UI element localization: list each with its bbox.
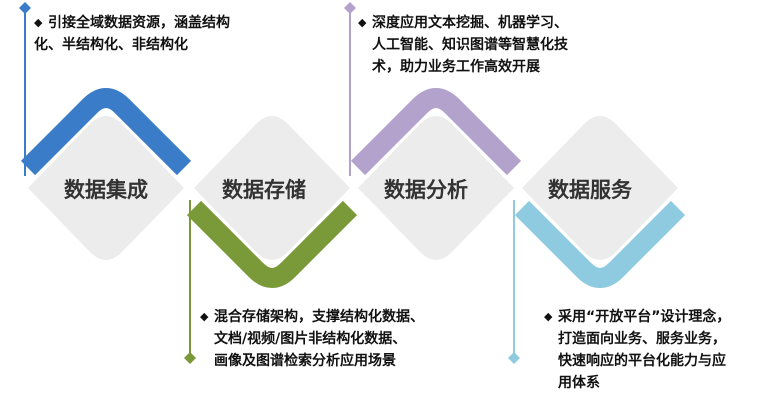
stage-label-analysis: 数据分析 [384,178,468,202]
diamond-storage [184,352,196,364]
diamond-analysis [344,2,356,14]
note-line: 文档/视频/图片非结构化数据、 [214,331,407,347]
note-service: ◆ 采用“开放平台”设计理念， 打造面向业务、服务业务， 快速响应的平台化能力与… [544,306,730,394]
stage-label-storage: 数据存储 [222,178,306,202]
note-line: 化、半结构化、非结构化 [34,37,188,53]
note-analysis: ◆ 深度应用文本挖掘、机器学习、 人工智能、知识图谱等智慧化技 术，助力业务工作… [358,12,568,78]
note-line: 打造面向业务、服务业务， [558,331,726,347]
bullet-diamond-icon: ◆ [34,16,43,29]
note-line: 术，助力业务工作高效开展 [372,59,540,75]
tile-storage [194,116,350,260]
note-integration: ◆ 引接全域数据资源，涵盖结构 化、半结构化、非结构化 [34,12,230,56]
chevron-integration [20,88,192,176]
diamond-service [508,352,520,364]
note-line: 人工智能、知识图谱等智慧化技 [372,37,568,53]
stage-label-integration: 数据集成 [64,178,148,202]
tile-integration [28,116,184,260]
note-line: 采用“开放平台”设计理念， [558,309,731,325]
tile-analysis [358,116,514,260]
bullet-diamond-icon: ◆ [200,310,209,323]
note-line: 快速响应的平台化能力与应 [558,353,726,369]
diamond-integration [19,2,31,14]
note-line: 深度应用文本挖掘、机器学习、 [372,15,568,31]
tile-service [522,116,678,260]
note-line: 引接全域数据资源，涵盖结构 [48,15,230,31]
note-line: 混合存储架构，支撑结构化数据、 [214,309,424,325]
chevron-analysis [350,88,522,176]
bullet-diamond-icon: ◆ [358,16,367,29]
tiles [28,116,678,260]
chevron-storage [186,200,358,288]
note-line: 用体系 [558,375,600,391]
chevron-service [514,200,686,288]
note-storage: ◆ 混合存储架构，支撑结构化数据、 文档/视频/图片非结构化数据、 画像及图谱检… [200,306,424,372]
stage-label-service: 数据服务 [548,178,632,202]
note-line: 画像及图谱检索分析应用场景 [214,353,396,369]
bullet-diamond-icon: ◆ [544,310,553,323]
